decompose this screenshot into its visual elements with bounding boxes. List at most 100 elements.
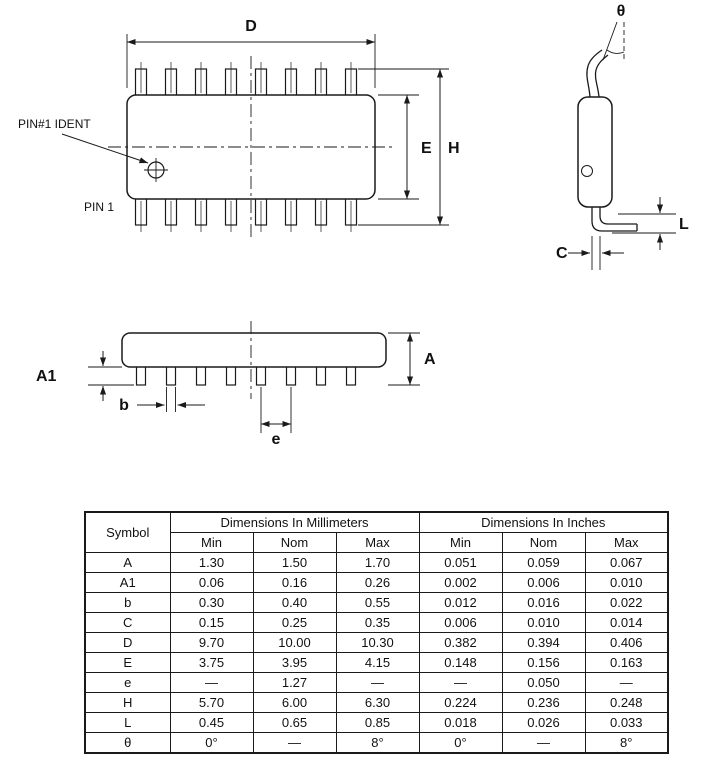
value-cell: 8°: [584, 732, 669, 754]
value-cell: 1.70: [335, 552, 420, 573]
symbol-cell: H: [84, 692, 171, 713]
value-cell: 0.236: [501, 692, 586, 713]
value-cell: —: [335, 672, 420, 693]
value-cell: 0.002: [418, 572, 503, 593]
value-cell: 0.16: [252, 572, 337, 593]
value-cell: 0.006: [418, 612, 503, 633]
lead: [345, 364, 357, 386]
value-cell: 0.006: [501, 572, 586, 593]
value-cell: 0.014: [584, 612, 669, 633]
min-nom-max-header: Max: [335, 532, 420, 553]
value-cell: 10.00: [252, 632, 337, 653]
value-cell: 0°: [418, 732, 503, 754]
value-cell: 0.394: [501, 632, 586, 653]
value-cell: 1.27: [252, 672, 337, 693]
value-cell: 1.50: [252, 552, 337, 573]
end-view: [568, 21, 676, 270]
dimensions-table-section: Symbol Dimensions In Millimeters Dimensi…: [84, 511, 670, 754]
symbol-cell: C: [84, 612, 171, 633]
lead: [165, 364, 177, 386]
dim-label-C: C: [556, 245, 568, 262]
value-cell: —: [252, 732, 337, 754]
value-cell: —: [501, 732, 586, 754]
value-cell: —: [418, 672, 503, 693]
min-nom-max-header: Min: [418, 532, 503, 553]
min-nom-max-header: Nom: [501, 532, 586, 553]
min-nom-max-header: Nom: [252, 532, 337, 553]
lead: [255, 364, 267, 386]
dim-label-theta: θ: [617, 3, 626, 20]
value-cell: 0.224: [418, 692, 503, 713]
value-cell: 0.051: [418, 552, 503, 573]
value-cell: 0.406: [584, 632, 669, 653]
symbol-cell: A: [84, 552, 171, 573]
bottom-lead-outline: [599, 207, 637, 225]
group-header-row: Symbol Dimensions In Millimeters Dimensi…: [84, 511, 669, 553]
value-cell: 0.65: [252, 712, 337, 733]
value-cell: 0.248: [584, 692, 669, 713]
value-cell: 5.70: [169, 692, 254, 713]
value-cell: 0.25: [252, 612, 337, 633]
symbol-cell: θ: [84, 732, 171, 754]
mm-group-header: Dimensions In Millimeters: [169, 511, 420, 533]
dimensions-table: Symbol Dimensions In Millimeters Dimensi…: [84, 511, 670, 754]
value-cell: 0.067: [584, 552, 669, 573]
dim-label-A: A: [424, 351, 436, 368]
pin1-leader-arrow: [61, 133, 149, 164]
value-cell: 4.15: [335, 652, 420, 673]
pin1-label: PIN 1: [84, 200, 114, 214]
symbol-cell: e: [84, 672, 171, 693]
value-cell: 0.06: [169, 572, 254, 593]
top-lead-outline: [594, 54, 609, 98]
end-view-dimple: [581, 165, 593, 177]
value-cell: —: [584, 672, 669, 693]
bottom-lead-outline: [591, 207, 637, 232]
value-cell: 0.163: [584, 652, 669, 673]
symbol-column-header: Symbol: [84, 511, 171, 553]
top-lead-outline: [586, 49, 603, 98]
value-cell: 0.059: [501, 552, 586, 573]
min-nom-max-header: Max: [584, 532, 669, 553]
value-cell: 6.00: [252, 692, 337, 713]
dim-label-H: H: [448, 140, 460, 157]
value-cell: 0.35: [335, 612, 420, 633]
side-view: [88, 321, 420, 433]
value-cell: 0.012: [418, 592, 503, 613]
value-cell: 10.30: [335, 632, 420, 653]
value-cell: 3.95: [252, 652, 337, 673]
dim-label-L: L: [679, 216, 689, 233]
value-cell: 0.30: [169, 592, 254, 613]
inch-group-header: Dimensions In Inches: [418, 511, 669, 533]
pin1-ident-label: PIN#1 IDENT: [18, 117, 91, 131]
dim-label-b: b: [119, 397, 129, 414]
dim-label-D: D: [245, 18, 257, 35]
value-cell: 0.55: [335, 592, 420, 613]
symbol-cell: D: [84, 632, 171, 653]
dim-label-A1: A1: [36, 368, 57, 385]
dim-label-e: e: [272, 431, 281, 448]
side-view-labels: A A1 b e: [36, 351, 436, 448]
lead: [315, 364, 327, 386]
value-cell: 0.010: [584, 572, 669, 593]
theta-arc: [606, 49, 625, 54]
symbol-cell: A1: [84, 572, 171, 593]
lead: [135, 364, 147, 386]
theta-angle-line: [602, 21, 618, 61]
symbol-cell: E: [84, 652, 171, 673]
value-cell: 0°: [169, 732, 254, 754]
dim-label-E: E: [421, 140, 432, 157]
top-view-labels: D E H PIN#1 IDENT PIN 1: [18, 18, 460, 214]
value-cell: 0.033: [584, 712, 669, 733]
value-cell: 0.156: [501, 652, 586, 673]
